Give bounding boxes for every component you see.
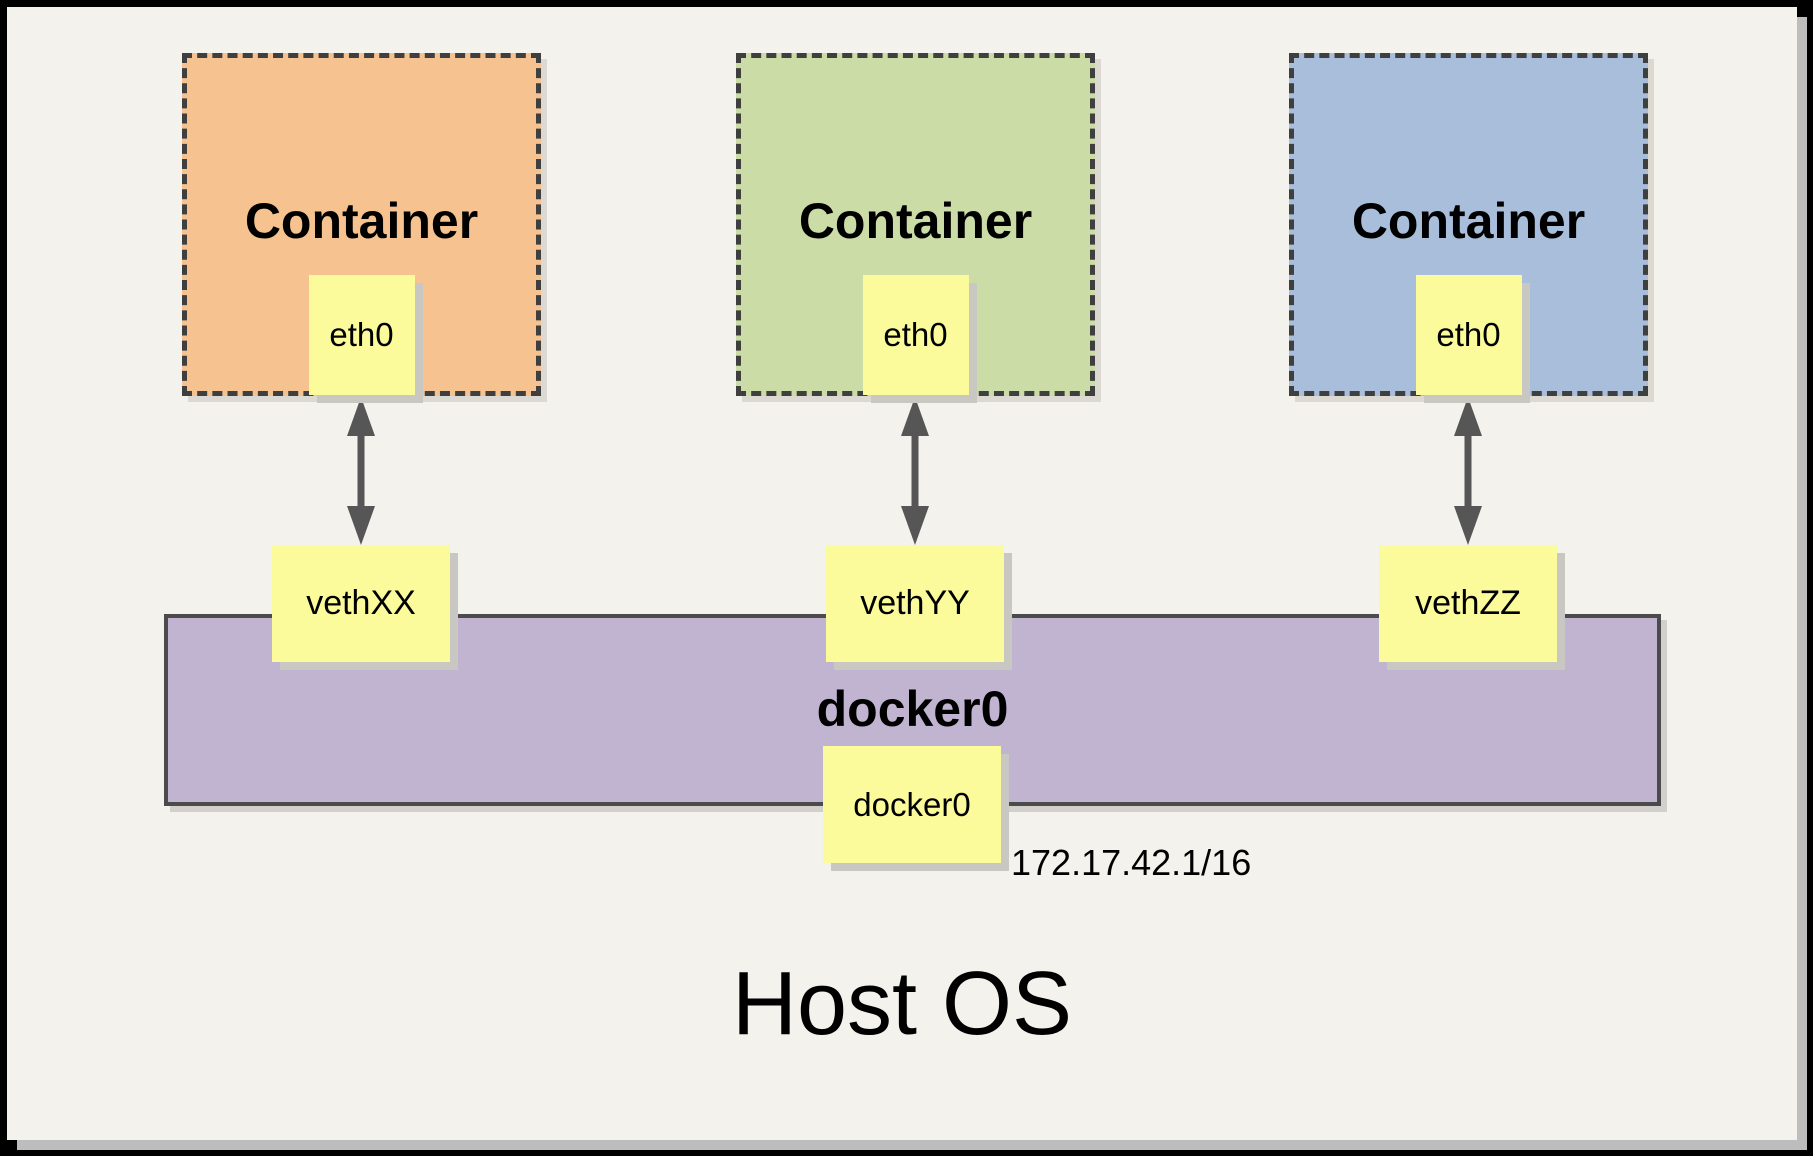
diagram-canvas: Container eth0 Container eth0 Container …	[7, 7, 1797, 1140]
docker0-interface-box: docker0	[823, 746, 1001, 863]
vethzz-box: vethZZ	[1379, 545, 1557, 662]
container-box-1: Container eth0	[182, 53, 541, 396]
bidirectional-arrow-icon	[901, 397, 929, 545]
container-2-eth0-box: eth0	[862, 275, 969, 395]
vethyy-box: vethYY	[826, 545, 1004, 662]
bidirectional-arrow-icon	[347, 397, 375, 545]
container-1-title: Container	[244, 193, 479, 249]
container-3-title: Container	[1351, 193, 1586, 249]
container-1-eth0-box: eth0	[308, 275, 415, 395]
vethxx-box: vethXX	[272, 545, 450, 662]
bridge-ip-label: 172.17.42.1/16	[1011, 842, 1252, 883]
host-os-label: Host OS	[731, 954, 1073, 1054]
container-box-2: Container eth0	[736, 53, 1095, 396]
bidirectional-arrow-icon	[1454, 397, 1482, 545]
container-2-title: Container	[798, 193, 1033, 249]
container-3-eth0-box: eth0	[1415, 275, 1522, 395]
docker0-bridge-title: docker0	[816, 681, 1009, 737]
container-box-3: Container eth0	[1289, 53, 1648, 396]
